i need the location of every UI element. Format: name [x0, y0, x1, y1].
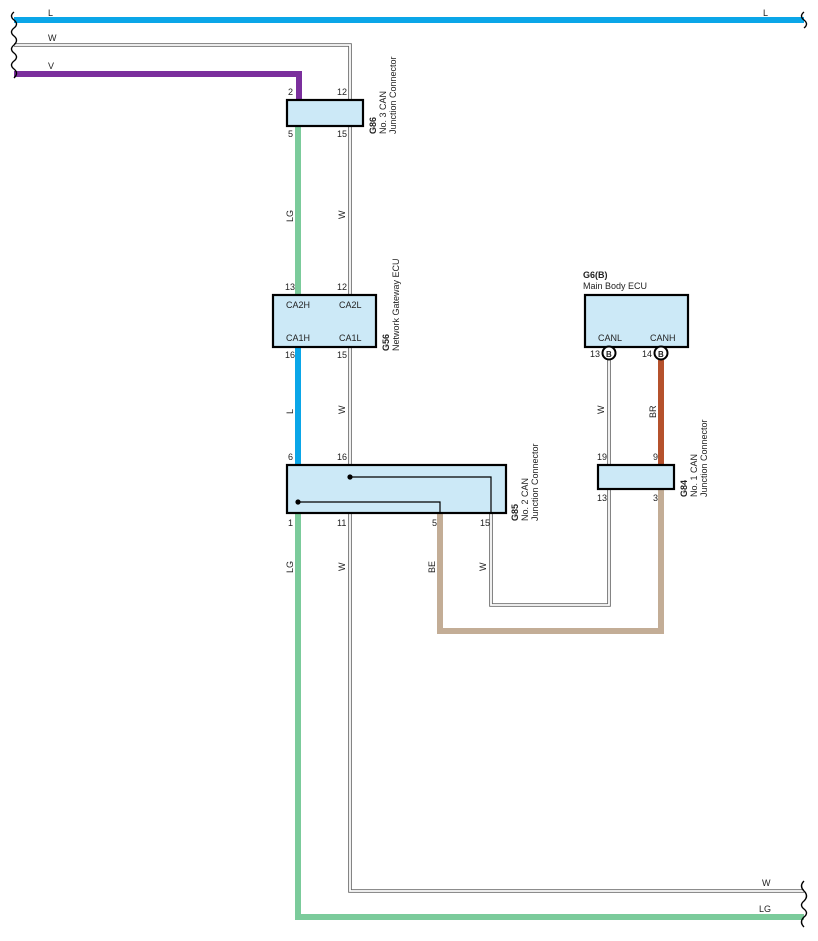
label-g56-l: L — [285, 409, 295, 414]
wire-break-left — [10, 11, 18, 79]
wire-top-w — [14, 43, 352, 100]
g86-id: G86 — [368, 117, 378, 134]
wire-break-right-top — [800, 11, 808, 29]
g6-pin-13: 13 — [590, 349, 600, 359]
label-top-l-right: L — [763, 8, 768, 18]
label-bottom-lg: LG — [759, 904, 771, 914]
g56-pin-16: 16 — [285, 350, 295, 360]
g85-pin-11: 11 — [337, 518, 346, 528]
g56-term-ca1h: CA1H — [286, 333, 310, 343]
label-g6-w: W — [596, 405, 606, 414]
label-g85-be: BE — [427, 561, 437, 573]
label-g56-w: W — [337, 405, 347, 414]
g85-junction-dot-lg — [295, 499, 301, 505]
g85-id: G85 — [510, 504, 520, 521]
g56-term-ca2l: CA2L — [339, 300, 362, 310]
label-top-v: V — [48, 61, 54, 71]
g6-term-canh: CANH — [650, 333, 676, 343]
g56-pin-13: 13 — [285, 282, 295, 292]
wire-bottom-w — [348, 513, 804, 893]
g85-pin-15: 15 — [480, 518, 490, 528]
label-g85-w2: W — [478, 562, 488, 571]
g6-marker-b-left — [601, 345, 617, 361]
wire-g85-g84-w — [489, 489, 611, 607]
g6-marker-b-left-label: B — [606, 350, 612, 359]
label-g86-w: W — [337, 210, 347, 219]
g56-id: G56 — [381, 334, 391, 351]
g56-term-ca1l: CA1L — [339, 333, 362, 343]
label-bottom-w: W — [762, 878, 771, 888]
g84-pin-19: 19 — [597, 452, 607, 462]
g56-pin-15: 15 — [337, 350, 347, 360]
g85-pin-1: 1 — [288, 518, 293, 528]
connector-g56: CA2H CA2L CA1H CA1L 13 12 16 15 G56 Netw… — [271, 258, 401, 360]
connector-g6: G6(B) Main Body ECU CANL CANH B B 13 14 — [583, 270, 690, 361]
g85-pin-6: 6 — [288, 452, 293, 462]
g85-internal-bus — [298, 476, 492, 513]
wire-top-v — [14, 71, 302, 100]
g6-marker-b-right — [653, 345, 669, 361]
label-g85-lg: LG — [285, 561, 295, 573]
connector-g86: 2 12 5 15 G86 No. 3 CAN Junction Connect… — [285, 56, 398, 139]
g86-name-line2: Junction Connector — [388, 56, 398, 134]
g86-pin-2: 2 — [288, 87, 293, 97]
g84-name-line2: Junction Connector — [699, 419, 709, 497]
g85-pin-5: 5 — [432, 518, 437, 528]
g85-junction-dot-w — [347, 474, 353, 480]
label-g6-br: BR — [648, 405, 658, 418]
wire-g85-g84-be — [437, 489, 664, 634]
connector-g85: 6 16 1 11 5 15 G85 No. 2 CAN Junction Co… — [285, 443, 540, 528]
g6-term-canl: CANL — [598, 333, 622, 343]
g56-term-ca2h: CA2H — [286, 300, 310, 310]
label-g85-w: W — [337, 562, 347, 571]
g84-id: G84 — [679, 480, 689, 497]
g85-name-line1: No. 2 CAN — [520, 478, 530, 521]
g56-pin-12: 12 — [337, 282, 347, 292]
g85-name-line2: Junction Connector — [530, 443, 540, 521]
label-top-w: W — [48, 33, 57, 43]
label-g86-lg: LG — [285, 210, 295, 222]
g86-name-line1: No. 3 CAN — [378, 91, 388, 134]
g86-pin-5: 5 — [288, 129, 293, 139]
g84-pin-9: 9 — [653, 452, 658, 462]
label-top-l-left: L — [48, 8, 53, 18]
g86-pin-15: 15 — [337, 129, 347, 139]
g56-name: Network Gateway ECU — [391, 258, 401, 351]
g6-pin-14: 14 — [642, 349, 652, 359]
connector-g84: 19 9 13 3 G84 No. 1 CAN Junction Connect… — [596, 419, 709, 503]
g6-name: Main Body ECU — [583, 281, 647, 291]
wire-bottom-lg — [295, 513, 804, 920]
g84-pin-3: 3 — [653, 493, 658, 503]
g6-id: G6(B) — [583, 270, 608, 280]
g85-pin-16: 16 — [337, 452, 347, 462]
g6-marker-b-right-label: B — [658, 350, 664, 359]
wire-break-right-bottom — [800, 880, 808, 928]
g84-name-line1: No. 1 CAN — [689, 454, 699, 497]
g86-pin-12: 12 — [337, 87, 347, 97]
g84-pin-13: 13 — [597, 493, 607, 503]
